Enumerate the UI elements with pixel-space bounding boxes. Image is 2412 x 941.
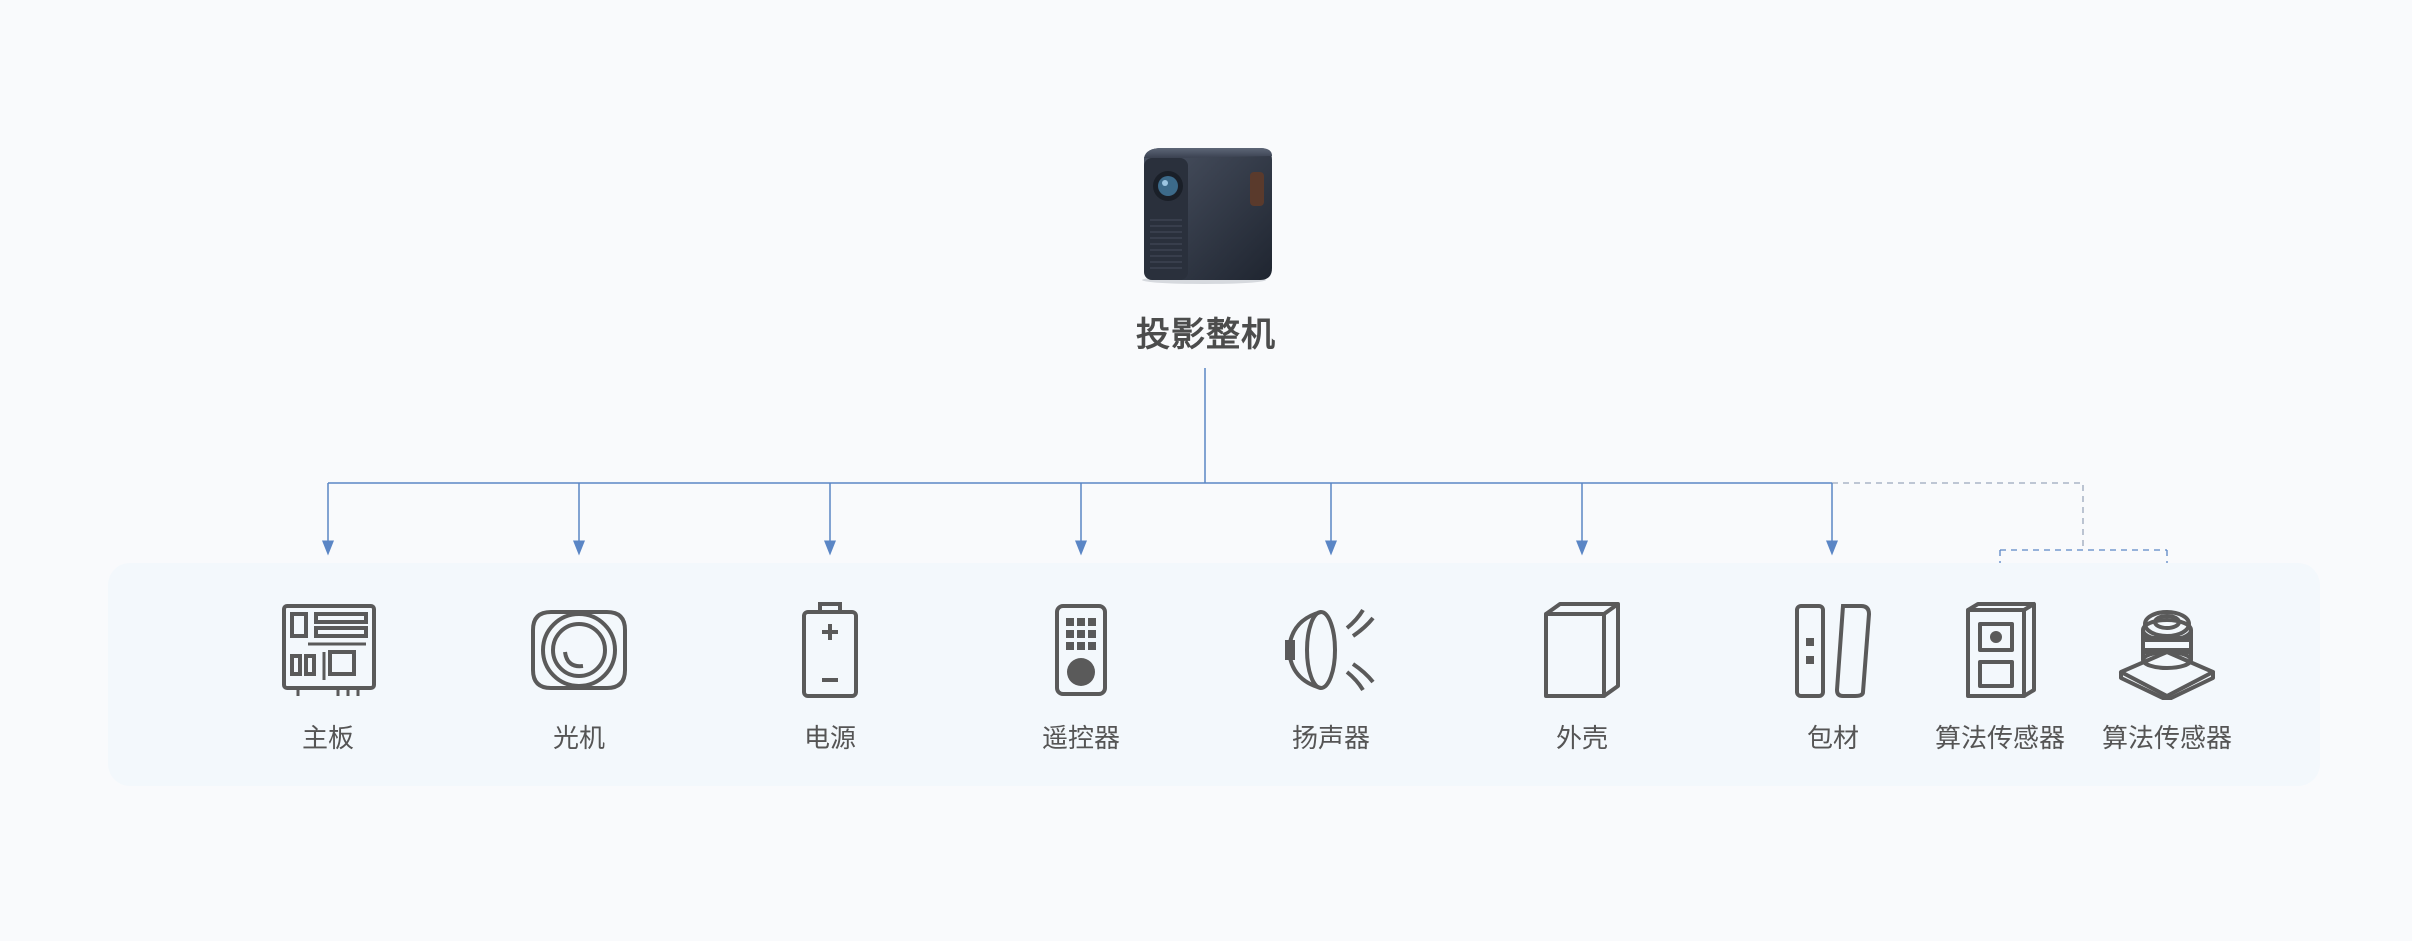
component-label: 电源 — [803, 724, 856, 754]
component-label: 算法传感器 — [1934, 724, 2065, 754]
component-label: 主板 — [301, 724, 354, 754]
component-label: 包材 — [1806, 724, 1859, 754]
component-label: 遥控器 — [1041, 724, 1120, 754]
component-label: 外壳 — [1555, 724, 1608, 754]
dashed-bus — [1832, 482, 2084, 550]
mainboard-icon — [282, 604, 376, 696]
sensor-module-icon — [1966, 602, 2036, 698]
optical-engine-icon — [531, 610, 627, 690]
speaker-icon — [1285, 608, 1375, 692]
root-node-label: 投影整机 — [1136, 315, 1276, 355]
camera-lens-sensor-icon — [2119, 610, 2215, 700]
component-label: 光机 — [552, 724, 605, 754]
component-label: 扬声器 — [1291, 724, 1370, 754]
remote-control-icon — [1055, 604, 1107, 696]
components-panel — [108, 563, 2320, 786]
battery-icon — [802, 602, 858, 698]
packaging-icon — [1795, 604, 1872, 698]
projector-icon — [1142, 148, 1272, 284]
component-label: 算法传感器 — [2101, 724, 2232, 754]
enclosure-box-icon — [1544, 602, 1620, 698]
solid-drops — [322, 483, 1838, 556]
